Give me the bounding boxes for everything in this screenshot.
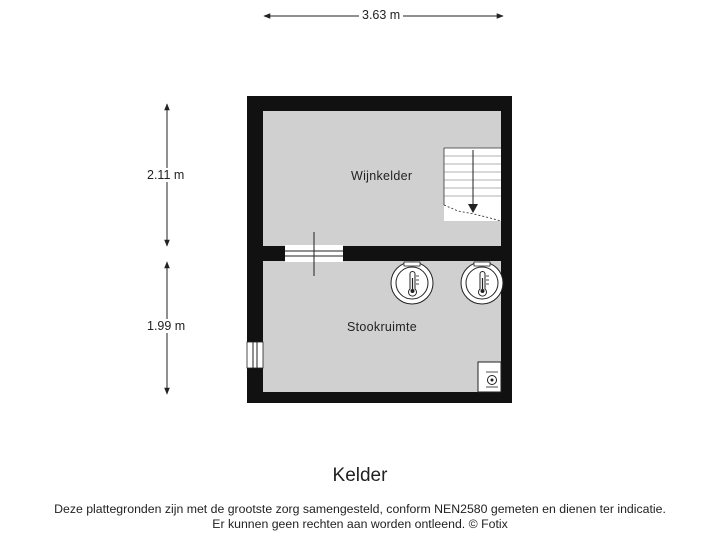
disclaimer-line-2: Er kunnen geen rechten aan worden ontlee… <box>212 517 508 531</box>
boiler-icon <box>390 261 434 305</box>
room-label-stookruimte: Stookruimte <box>347 320 417 334</box>
disclaimer-line-1: Deze plattegronden zijn met de grootste … <box>54 502 666 516</box>
dimension-width-label: 3.63 m <box>359 8 404 22</box>
room-label-wijnkelder: Wijnkelder <box>351 169 413 183</box>
floor-title: Kelder <box>332 465 388 486</box>
dimension-height-top-label: 2.11 m <box>144 168 188 182</box>
door-opening-icon <box>285 232 343 276</box>
boiler-icon <box>460 261 504 305</box>
dimension-height-bottom-label: 1.99 m <box>144 319 189 333</box>
staircase-icon <box>443 147 502 222</box>
window-icon <box>246 341 264 369</box>
meter-cabinet-icon <box>477 361 502 393</box>
